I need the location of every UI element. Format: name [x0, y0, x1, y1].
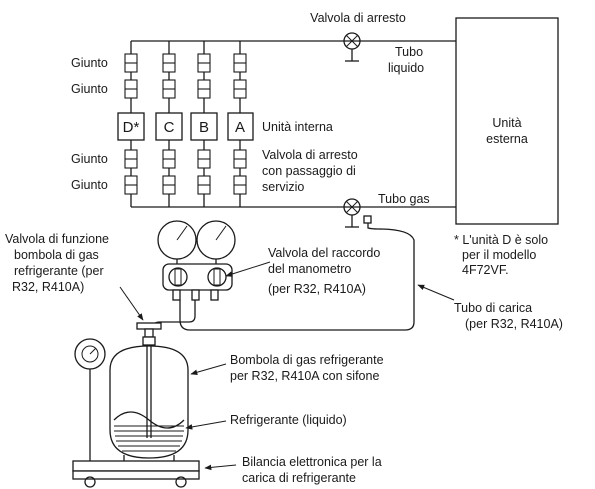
joints-lower	[124, 149, 247, 195]
cylinder-pointer	[190, 363, 227, 375]
indoor-unit-b: B	[190, 112, 218, 141]
gauge-manifold	[157, 220, 236, 301]
joint	[162, 53, 176, 73]
indoor-unit-c: C	[155, 112, 183, 141]
unit-label: C	[164, 119, 175, 136]
joint	[233, 53, 247, 73]
indoor-unit-d: D*	[117, 112, 145, 141]
joints-upper	[124, 53, 247, 99]
joint	[233, 175, 247, 195]
service-valve-label-1: Valvola di arresto	[262, 148, 358, 162]
joint	[197, 149, 211, 169]
unit-label: D*	[123, 119, 140, 136]
manifold-label-2: del manometro	[268, 262, 351, 276]
charging-hose-label-2: (per R32, R410A)	[465, 317, 563, 331]
outdoor-unit-label-1: Unità	[492, 116, 521, 130]
unit-label: B	[199, 119, 209, 136]
liquid-pointer	[185, 420, 227, 430]
cylinder-valve-label-4: R32, R410A)	[12, 280, 84, 294]
joint	[197, 53, 211, 73]
giunto-label: Giunto	[71, 152, 108, 166]
liquid-stop-valve	[343, 32, 361, 62]
cylinder-valve	[136, 322, 162, 346]
indoor-unit-a: A	[227, 112, 254, 141]
giunto-label: Giunto	[71, 56, 108, 70]
unit-d-note-1: * L'unità D è solo	[454, 233, 548, 247]
liquid-pipe-label-1: Tubo	[395, 45, 423, 59]
unit-d-note-3: 4F72VF.	[462, 263, 509, 277]
unit-d-note-2: per il modello	[462, 248, 536, 262]
cylinder-valve-pointer	[119, 286, 144, 321]
electronic-scale	[72, 338, 200, 488]
giunto-label: Giunto	[71, 178, 108, 192]
manifold-label-1: Valvola del raccordo	[268, 246, 380, 260]
service-valve-label-2: con passaggio di	[262, 164, 356, 178]
manifold-pointer	[225, 261, 271, 277]
charging-hose-pointer	[417, 284, 455, 301]
charging-hose	[179, 223, 415, 331]
cylinder-label-2: per R32, R410A con sifone	[230, 369, 379, 383]
service-valve-label-3: servizio	[262, 180, 304, 194]
joint	[233, 149, 247, 169]
manifold-label-3: (per R32, R410A)	[268, 282, 366, 296]
scale-label-1: Bilancia elettronica per la	[242, 455, 382, 469]
joint	[124, 175, 138, 195]
joint	[197, 79, 211, 99]
cylinder-valve-label-1: Valvola di funzione	[5, 232, 109, 246]
indoor-branches	[130, 41, 241, 207]
outdoor-unit: Unità esterna	[455, 17, 559, 225]
joint	[233, 79, 247, 99]
unit-label: A	[235, 119, 245, 136]
gas-pipe-label: Tubo gas	[378, 192, 430, 206]
stop-valve-label: Valvola di arresto	[310, 11, 406, 25]
scale-pointer	[204, 464, 237, 471]
joint	[162, 79, 176, 99]
giunto-label: Giunto	[71, 82, 108, 96]
liquid-label: Refrigerante (liquido)	[230, 413, 347, 427]
joint	[124, 149, 138, 169]
charging-hose-label-1: Tubo di carica	[454, 301, 532, 315]
liquid-pipe-label-2: liquido	[388, 61, 424, 75]
joint	[162, 149, 176, 169]
refrigerant-cylinder	[109, 345, 189, 461]
cylinder-valve-label-2: bombola di gas	[14, 248, 99, 262]
cylinder-valve-label-3: refrigerante (per	[14, 264, 104, 278]
scale-label-2: carica di refrigerante	[242, 471, 356, 485]
joint	[197, 175, 211, 195]
joint	[162, 175, 176, 195]
outdoor-unit-label-2: esterna	[486, 132, 528, 146]
cylinder-label-1: Bombola di gas refrigerante	[230, 353, 384, 367]
joint	[124, 79, 138, 99]
gas-service-valve	[343, 198, 372, 228]
joint	[124, 53, 138, 73]
indoor-unit-label: Unità interna	[262, 120, 333, 134]
